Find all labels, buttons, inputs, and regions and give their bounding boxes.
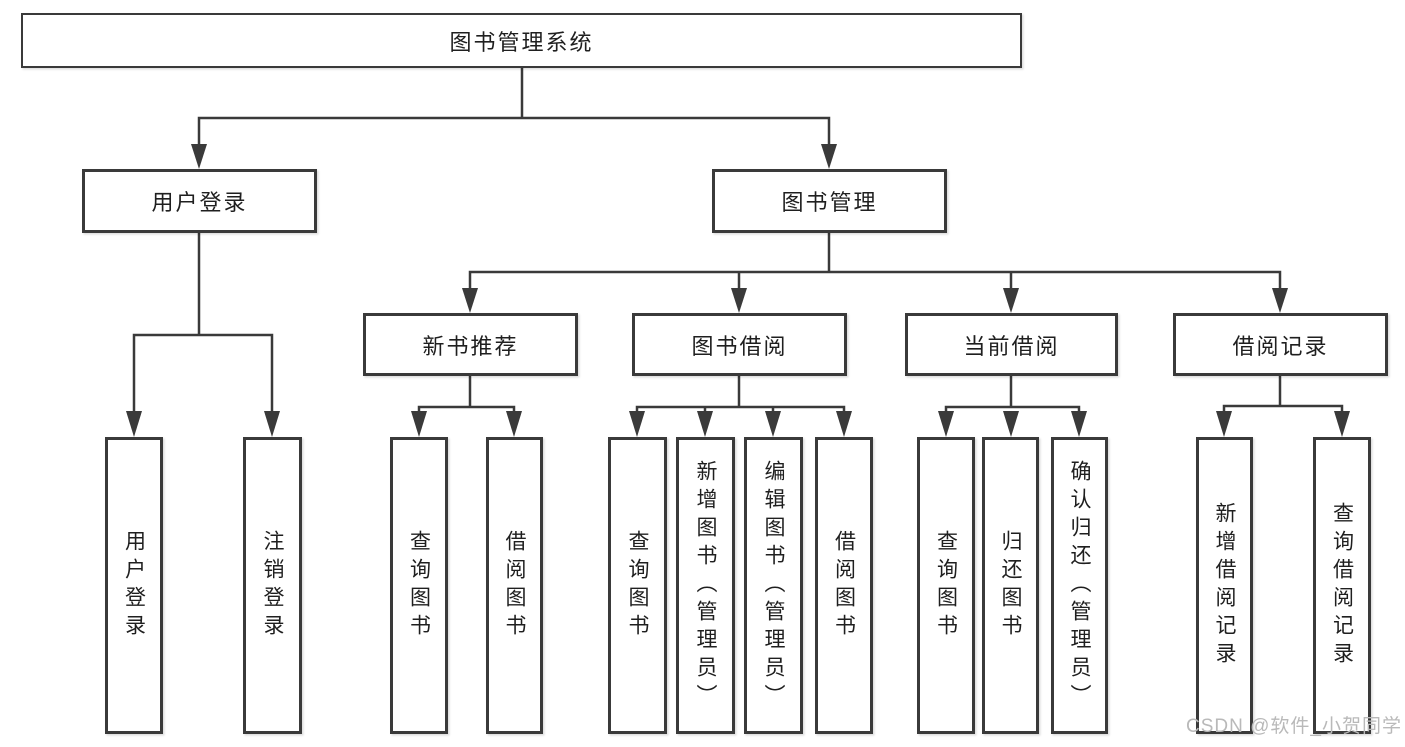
leaf-bb-edit-book-admin: 编辑图书（管理员） [744, 437, 803, 734]
leaf-nb-query-book-label: 查询图书 [407, 529, 431, 642]
node-borrow-records-label: 借阅记录 [1232, 333, 1329, 359]
leaf-cb-query-book: 查询图书 [917, 437, 975, 734]
node-book-management-label: 图书管理 [781, 190, 878, 215]
leaf-bb-query-book: 查询图书 [608, 437, 667, 734]
leaf-cb-return-book-label: 归还图书 [999, 529, 1023, 642]
node-root: 图书管理系统 [21, 13, 1022, 68]
connector-root-level2 [191, 67, 837, 169]
node-book-borrow-label: 图书借阅 [691, 333, 788, 359]
connector-book-borrow-children [629, 375, 852, 437]
node-new-book-recommend: 新书推荐 [363, 313, 578, 376]
leaf-bb-borrow-book-label: 借阅图书 [832, 529, 856, 642]
leaf-nb-borrow-book-label: 借阅图书 [503, 529, 527, 642]
node-book-management: 图书管理 [712, 169, 947, 233]
leaf-bb-edit-book-admin-label: 编辑图书（管理员） [762, 459, 786, 712]
connector-new-book-children [411, 375, 522, 437]
node-current-borrow: 当前借阅 [905, 313, 1118, 376]
watermark-text: CSDN @软件_小贺同学 [1186, 716, 1402, 737]
leaf-br-query-record: 查询借阅记录 [1313, 437, 1371, 734]
leaf-bb-add-book-admin-label: 新增图书（管理员） [694, 459, 718, 712]
leaf-logout-login: 注销登录 [243, 437, 302, 734]
leaf-cb-confirm-return-admin: 确认归还（管理员） [1051, 437, 1108, 734]
leaf-cb-return-book: 归还图书 [982, 437, 1039, 734]
leaf-user-login: 用户登录 [105, 437, 163, 734]
leaf-user-login-label: 用户登录 [122, 529, 146, 642]
node-current-borrow-label: 当前借阅 [963, 333, 1060, 359]
leaf-bb-query-book-label: 查询图书 [626, 529, 650, 642]
node-new-book-recommend-label: 新书推荐 [422, 333, 519, 359]
leaf-nb-query-book: 查询图书 [390, 437, 448, 734]
connector-user-login-children [126, 232, 280, 437]
node-user-login-label: 用户登录 [151, 190, 248, 215]
node-root-label: 图书管理系统 [449, 29, 594, 55]
leaf-br-add-record: 新增借阅记录 [1196, 437, 1253, 734]
leaf-bb-borrow-book: 借阅图书 [815, 437, 873, 734]
leaf-br-add-record-label: 新增借阅记录 [1213, 501, 1237, 670]
node-book-borrow: 图书借阅 [632, 313, 847, 376]
leaf-br-query-record-label: 查询借阅记录 [1330, 501, 1354, 670]
node-borrow-records: 借阅记录 [1173, 313, 1388, 376]
connector-current-borrow-children [938, 375, 1087, 437]
node-user-login: 用户登录 [82, 169, 317, 233]
leaf-bb-add-book-admin: 新增图书（管理员） [676, 437, 735, 734]
connector-book-management-level3 [462, 232, 1288, 313]
leaf-cb-query-book-label: 查询图书 [934, 529, 958, 642]
leaf-cb-confirm-return-admin-label: 确认归还（管理员） [1068, 459, 1092, 712]
leaf-logout-login-label: 注销登录 [261, 529, 285, 642]
leaf-nb-borrow-book: 借阅图书 [486, 437, 543, 734]
connector-borrow-records-children [1216, 375, 1350, 437]
